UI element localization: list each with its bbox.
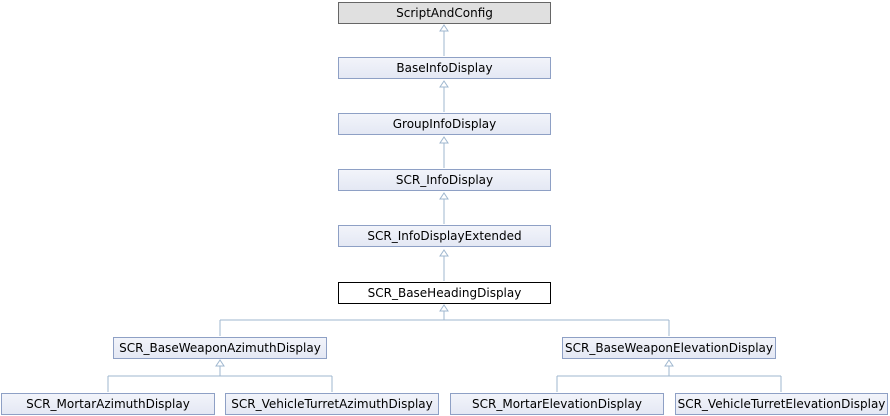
edge-arrowhead <box>439 80 449 88</box>
node-scr-vehicle-turret-azimuth-display[interactable]: SCR_VehicleTurretAzimuthDisplay <box>225 393 439 415</box>
edge-arrowhead <box>439 136 449 144</box>
node-script-and-config: ScriptAndConfig <box>338 2 551 24</box>
node-scr-base-weapon-azimuth-display[interactable]: SCR_BaseWeaponAzimuthDisplay <box>113 337 327 359</box>
edge-arrowhead <box>439 24 449 32</box>
edge-arrowhead <box>439 249 449 257</box>
node-scr-vehicle-turret-elevation-display[interactable]: SCR_VehicleTurretElevationDisplay <box>675 393 888 415</box>
node-scr-mortar-azimuth-display[interactable]: SCR_MortarAzimuthDisplay <box>1 393 215 415</box>
node-scr-info-display-extended[interactable]: SCR_InfoDisplayExtended <box>338 225 551 247</box>
node-scr-base-weapon-elevation-display[interactable]: SCR_BaseWeaponElevationDisplay <box>562 337 776 359</box>
node-group-info-display[interactable]: GroupInfoDisplay <box>338 113 551 135</box>
edge-arrowhead <box>439 192 449 200</box>
node-scr-mortar-elevation-display[interactable]: SCR_MortarElevationDisplay <box>450 393 664 415</box>
edge-arrowhead <box>215 359 225 367</box>
edge-arrowhead <box>664 359 674 367</box>
node-scr-base-heading-display: SCR_BaseHeadingDisplay <box>338 282 551 304</box>
node-scr-info-display[interactable]: SCR_InfoDisplay <box>338 169 551 191</box>
node-base-info-display[interactable]: BaseInfoDisplay <box>338 57 551 79</box>
edge-arrowhead <box>439 304 449 312</box>
